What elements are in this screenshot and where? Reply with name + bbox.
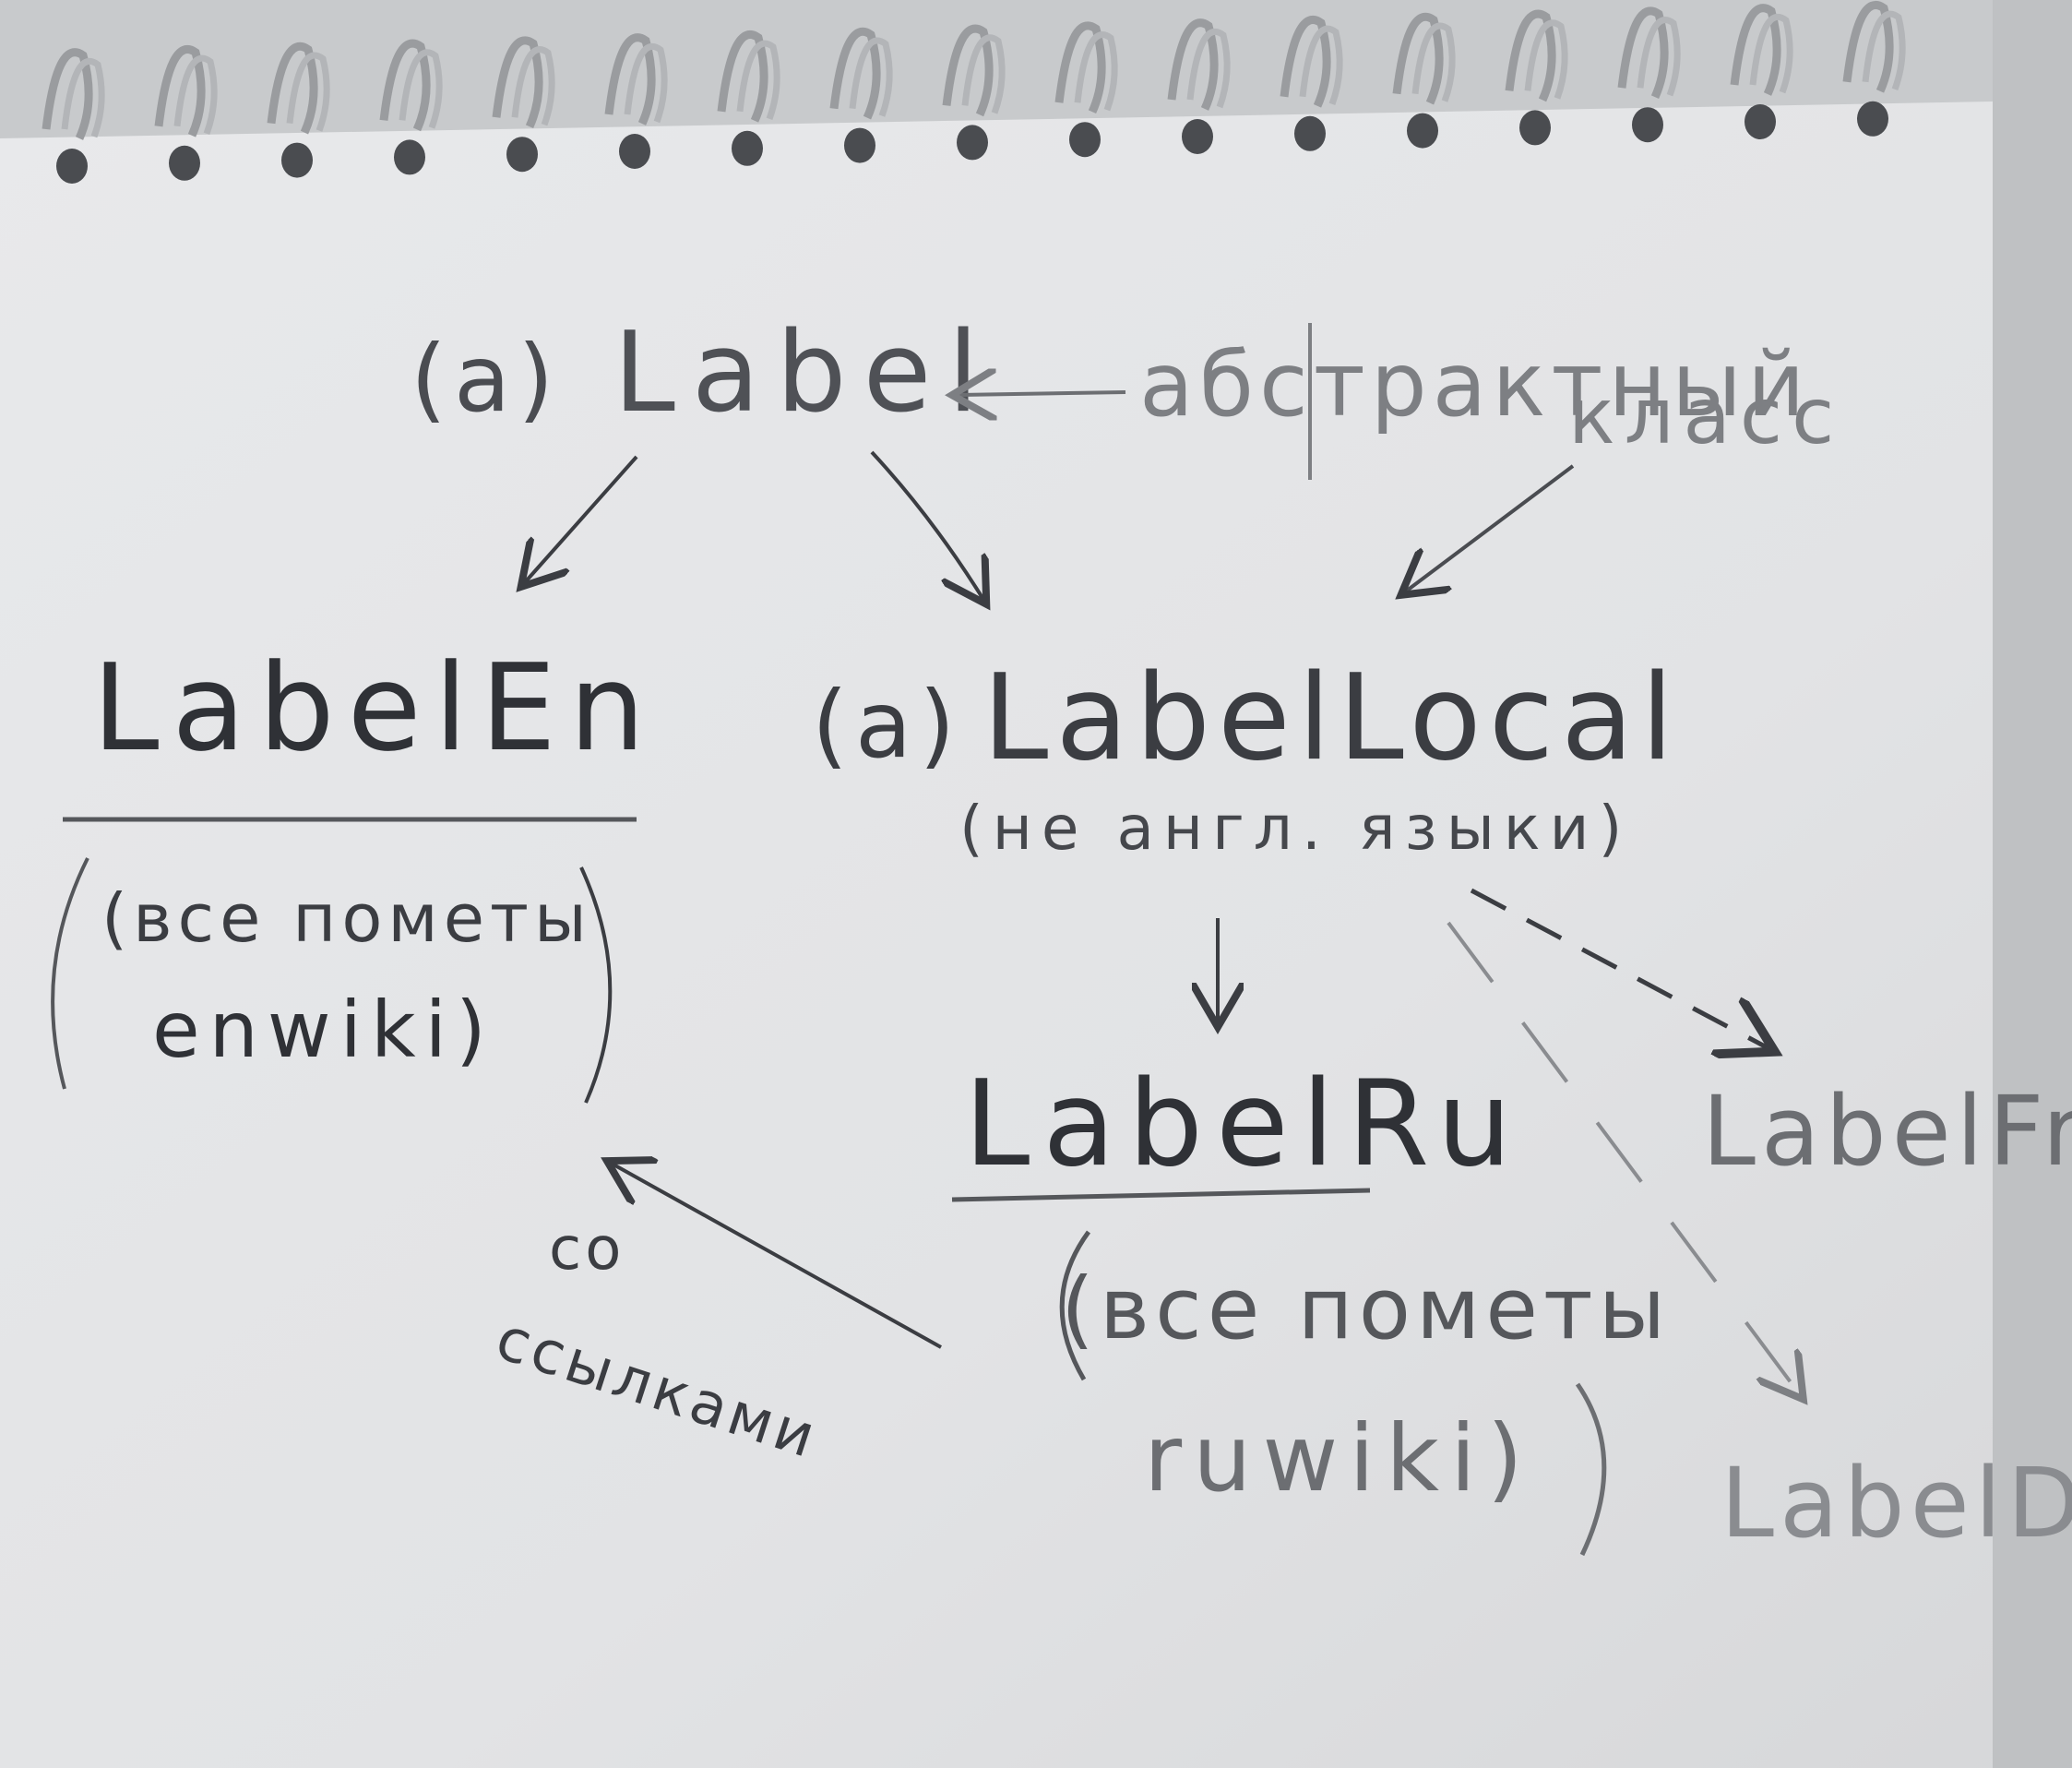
spiral-ring bbox=[511, 46, 555, 126]
labelen-note-line2: enwiki) bbox=[152, 985, 495, 1075]
binding-hole bbox=[394, 139, 425, 175]
spiral-ring bbox=[379, 39, 431, 132]
binding-hole bbox=[1745, 104, 1776, 139]
label-class-name: Label bbox=[613, 309, 995, 437]
arrow-label-to-labelen bbox=[526, 455, 638, 581]
labelen-class-name: LabelEn bbox=[92, 638, 658, 778]
spiral-ring bbox=[1749, 13, 1793, 94]
labellocal-note: (не англ. языки) bbox=[959, 793, 1631, 864]
binding-hole bbox=[1407, 113, 1438, 149]
spiral-ring bbox=[42, 48, 93, 140]
labelru-note-line2: ruwiki) bbox=[1144, 1404, 1534, 1512]
binding-hole bbox=[1632, 107, 1663, 143]
arrow-labelru-to-labelen bbox=[613, 1165, 942, 1349]
spiral-ring bbox=[942, 24, 994, 117]
arrow-label-to-labellocal bbox=[870, 450, 982, 598]
arrow-labellocal-to-labelde bbox=[1447, 921, 1799, 1393]
binding-hole bbox=[1519, 110, 1551, 146]
spiral-binding bbox=[42, 1, 1906, 184]
labelfr-class-name: LabelFr bbox=[1702, 1075, 2072, 1188]
label-abstract-marker: (a) bbox=[411, 325, 561, 433]
binding-hole bbox=[732, 130, 763, 166]
spiral-ring bbox=[1074, 31, 1118, 112]
spiral-ring bbox=[604, 33, 656, 125]
labellocal-abstract-marker: (a) bbox=[812, 671, 962, 779]
binding-hole bbox=[1069, 122, 1101, 158]
spiral-ring bbox=[829, 27, 881, 120]
abstract-class-note-line2: класс bbox=[1568, 371, 1843, 461]
spiral-ring bbox=[492, 36, 543, 129]
spiral-ring bbox=[399, 49, 443, 129]
spiral-ring bbox=[1167, 18, 1219, 111]
labelru-note-line1: (все пометы bbox=[1061, 1260, 1671, 1358]
spiral-ring bbox=[1730, 4, 1781, 96]
spiral-ring bbox=[736, 40, 780, 121]
spiral-ring bbox=[624, 42, 668, 124]
binding-hole bbox=[506, 137, 538, 173]
abstract-class-note-line1: абстрактный bbox=[1139, 333, 1810, 436]
spiral-ring bbox=[267, 42, 318, 135]
binding-hole bbox=[619, 134, 650, 169]
labelde-class-name: LabelDe bbox=[1721, 1447, 2072, 1559]
binding-hole bbox=[1294, 115, 1326, 151]
spiral-ring bbox=[61, 57, 105, 138]
paper-sheet bbox=[0, 102, 2072, 1768]
spiral-ring bbox=[1505, 9, 1556, 102]
labelru-class-name: LabelRu bbox=[964, 1056, 1525, 1193]
spiral-ring bbox=[1862, 10, 1906, 91]
labelru-left-paren bbox=[1059, 1230, 1091, 1381]
labellocal-class-name: LabelLocal bbox=[982, 650, 1681, 787]
binding-hole bbox=[169, 145, 200, 181]
spiral-ring bbox=[1842, 1, 1894, 93]
paper-edge-shadow bbox=[1993, 0, 2072, 1768]
binding-hole bbox=[281, 142, 313, 178]
spiral-ring bbox=[1637, 17, 1681, 97]
spiral-ring bbox=[1392, 12, 1444, 105]
binding-hole bbox=[957, 125, 988, 161]
spiral-ring bbox=[173, 54, 218, 136]
arrow-abstract-to-label bbox=[959, 392, 1126, 395]
labelen-right-paren bbox=[579, 866, 613, 1104]
spiral-ring bbox=[286, 52, 330, 132]
spiral-ring bbox=[1054, 21, 1106, 114]
spiral-ring bbox=[1524, 19, 1568, 100]
labelen-left-paren bbox=[51, 857, 89, 1090]
arrow-abstract-to-labellocal bbox=[1407, 464, 1575, 591]
arrow-labellocal-to-labelfr bbox=[1470, 888, 1767, 1047]
spiral-ring bbox=[1299, 25, 1343, 106]
binding-hole bbox=[844, 127, 875, 163]
spiral-ring bbox=[154, 45, 206, 137]
references-note-line1: со bbox=[549, 1215, 625, 1284]
labelru-right-paren bbox=[1575, 1382, 1607, 1557]
spiral-ring bbox=[1411, 22, 1456, 102]
spiral-ring bbox=[1617, 6, 1669, 100]
binding-hole bbox=[56, 149, 88, 184]
binding-hole bbox=[1857, 101, 1888, 137]
spiral-ring bbox=[717, 30, 768, 123]
labelru-divider bbox=[951, 1188, 1371, 1202]
spiral-ring bbox=[961, 34, 1006, 114]
spiral-ring bbox=[1280, 16, 1331, 108]
binding-hole bbox=[1182, 119, 1213, 154]
spiral-ring bbox=[1186, 28, 1231, 109]
labelen-note-line1: (все пометы bbox=[101, 879, 592, 957]
spiral-ring bbox=[849, 37, 893, 117]
